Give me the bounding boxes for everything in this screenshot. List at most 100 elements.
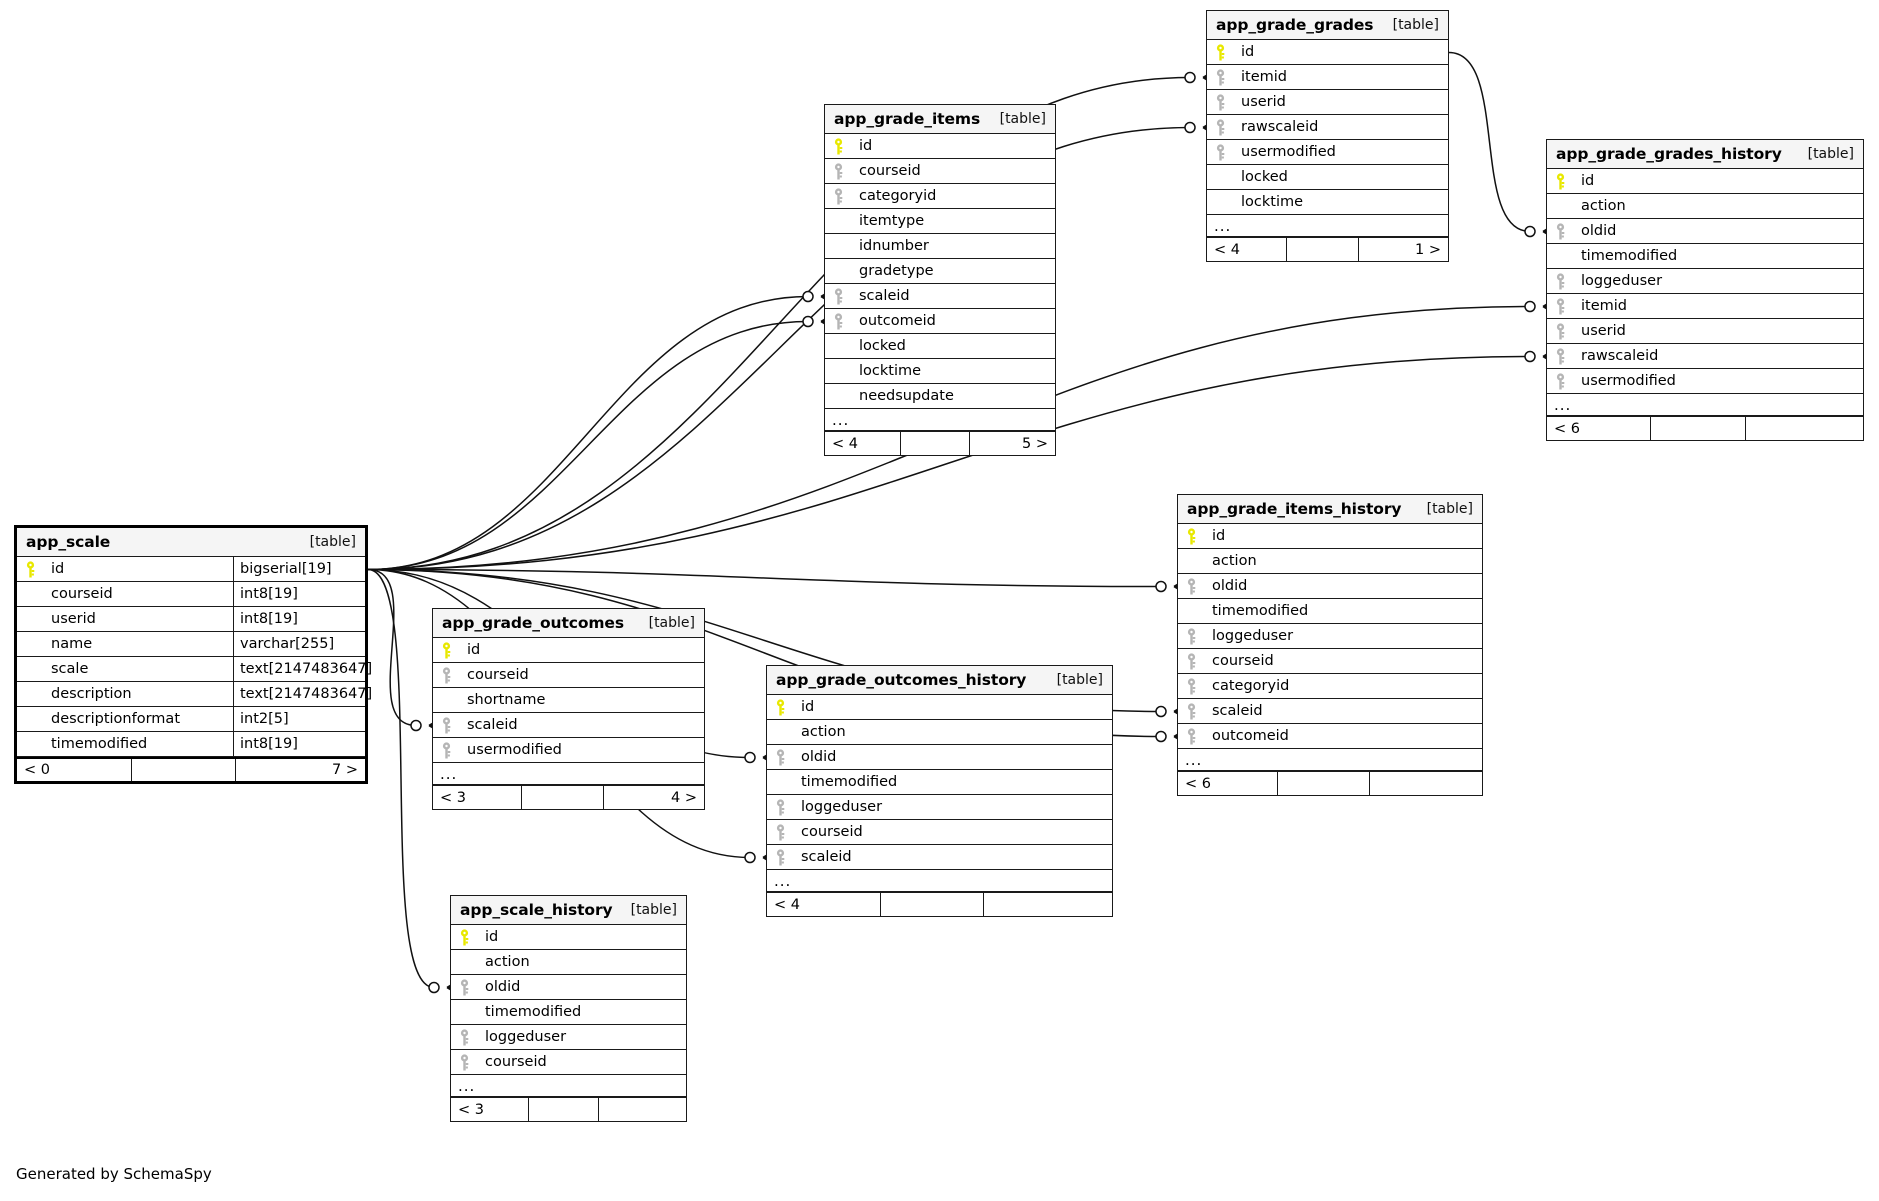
footer-right[interactable] [1746, 417, 1863, 440]
column-row[interactable]: categoryid [825, 184, 1055, 209]
column-row[interactable]: shortname [433, 688, 704, 713]
column-row[interactable]: scaleid [1178, 699, 1482, 724]
column-name: scale [51, 661, 89, 677]
column-row[interactable]: rawscaleid [1207, 115, 1448, 140]
column-row[interactable]: id [1207, 40, 1448, 65]
column-row[interactable]: courseid [433, 663, 704, 688]
column-row[interactable]: itemid [1207, 65, 1448, 90]
column-row[interactable]: action [1547, 194, 1863, 219]
column-row[interactable]: usermodified [433, 738, 704, 763]
column-row[interactable]: needsupdate [825, 384, 1055, 409]
footer-left[interactable]: < 4 [1207, 238, 1287, 261]
column-row[interactable]: timemodified [767, 770, 1112, 795]
column-row[interactable]: action [451, 950, 686, 975]
footer-right[interactable] [1370, 772, 1482, 795]
column-row[interactable]: loggeduser [451, 1025, 686, 1050]
footer-right[interactable] [984, 893, 1112, 916]
column-name: itemtype [859, 213, 925, 229]
column-row[interactable]: itemtype [825, 209, 1055, 234]
footer-right[interactable]: 1 > [1414, 241, 1441, 258]
footer-left[interactable]: < 0 [17, 759, 132, 781]
column-row[interactable]: courseid [451, 1050, 686, 1075]
more-columns-ellipsis: ... [767, 870, 1112, 892]
column-row[interactable]: scaleid [433, 713, 704, 738]
footer-right[interactable]: 5 > [1022, 435, 1048, 452]
column-row[interactable]: action [767, 720, 1112, 745]
column-row[interactable]: loggeduser [1547, 269, 1863, 294]
footer-left[interactable]: < 4 [767, 893, 881, 916]
footer-left[interactable]: < 4 [825, 432, 901, 455]
column-row[interactable]: locked [825, 334, 1055, 359]
primary-key-icon [17, 557, 43, 581]
footer-middle[interactable] [529, 1098, 600, 1121]
footer-left[interactable]: < 6 [1178, 772, 1279, 795]
footer-middle[interactable] [881, 893, 985, 916]
column-row[interactable]: categoryid [1178, 674, 1482, 699]
column-row[interactable]: gradetype [825, 259, 1055, 284]
column-row[interactable]: timemodified [1178, 599, 1482, 624]
column-row[interactable]: id [767, 695, 1112, 720]
footer-middle[interactable] [901, 432, 970, 455]
column-row[interactable]: id [825, 134, 1055, 159]
column-row[interactable]: timemodified [451, 1000, 686, 1025]
column-row[interactable]: idnumber [825, 234, 1055, 259]
column-row[interactable]: oldid [767, 745, 1112, 770]
column-row[interactable]: scaleid [825, 284, 1055, 309]
column-row[interactable]: scaleid [767, 845, 1112, 870]
footer-left[interactable]: < 3 [433, 786, 523, 809]
column-row[interactable]: courseid [825, 159, 1055, 184]
column-row[interactable]: courseid [1178, 649, 1482, 674]
column-row[interactable]: itemid [1547, 294, 1863, 319]
column-row[interactable]: id [451, 925, 686, 950]
footer-middle[interactable] [1651, 417, 1747, 440]
footer-middle[interactable] [132, 759, 237, 781]
column-row[interactable]: id [433, 638, 704, 663]
column-row[interactable]: rawscaleid [1547, 344, 1863, 369]
column-row[interactable]: usermodified [1207, 140, 1448, 165]
column-row[interactable]: id [1178, 524, 1482, 549]
column-row[interactable]: courseid [767, 820, 1112, 845]
footer-middle[interactable] [1278, 772, 1370, 795]
column-row[interactable]: usermodified [1547, 369, 1863, 394]
column-row[interactable]: oldid [451, 975, 686, 1000]
column-row[interactable]: timemodified [1547, 244, 1863, 269]
column-name: scaleid [467, 717, 518, 733]
column-row[interactable]: userid [1547, 319, 1863, 344]
column-row[interactable]: loggeduser [1178, 624, 1482, 649]
column-row[interactable]: outcomeid [1178, 724, 1482, 749]
footer-middle[interactable] [522, 786, 604, 809]
column-row[interactable]: oldid [1547, 219, 1863, 244]
column-row[interactable]: userid [1207, 90, 1448, 115]
column-row[interactable]: locked [1207, 165, 1448, 190]
footer-left[interactable]: < 6 [1547, 417, 1652, 440]
footer-left[interactable]: < 3 [451, 1098, 529, 1121]
column-row[interactable]: id [1547, 169, 1863, 194]
column-row[interactable]: loggeduser [767, 795, 1112, 820]
footer-right[interactable]: 4 > [671, 789, 697, 806]
column-row[interactable]: outcomeid [825, 309, 1055, 334]
footer-middle[interactable] [1287, 238, 1359, 261]
column-row[interactable]: locktime [825, 359, 1055, 384]
foreign-key-icon [825, 309, 851, 333]
column-row[interactable]: action [1178, 549, 1482, 574]
footer-right[interactable]: 7 > [331, 762, 358, 778]
footer-right[interactable] [599, 1098, 686, 1121]
column-row[interactable]: locktime [1207, 190, 1448, 215]
column-row[interactable]: oldid [1178, 574, 1482, 599]
